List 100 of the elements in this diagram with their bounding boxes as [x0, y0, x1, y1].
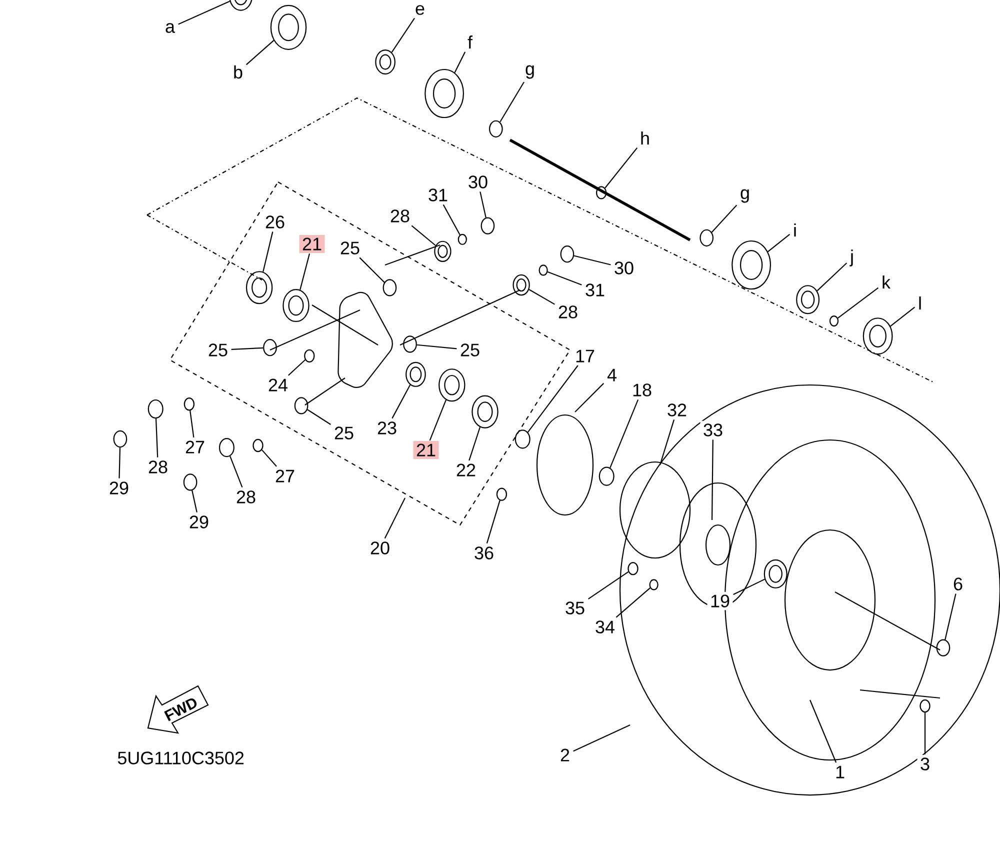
part [184, 398, 195, 411]
part [472, 395, 498, 428]
leader-line [118, 448, 121, 478]
leader-line [192, 490, 198, 512]
leader-line [944, 594, 956, 640]
part [403, 336, 417, 353]
part [936, 639, 950, 656]
callout-number: 29 [186, 512, 212, 532]
leader-line [392, 384, 411, 419]
leader-line [178, 0, 230, 25]
leader-line [588, 571, 629, 600]
leader-line [411, 225, 436, 246]
drawing-code: 5UG1110C3502 [118, 752, 244, 764]
callout-number: 2 [557, 746, 573, 764]
leader-line [416, 344, 457, 350]
leader-line [659, 420, 675, 466]
callout-number: 24 [265, 376, 291, 394]
part [183, 474, 198, 491]
part [764, 559, 788, 588]
leader-line [890, 306, 916, 327]
part [294, 397, 308, 414]
callout-number: 29 [106, 478, 132, 498]
leader-line [711, 440, 714, 520]
leader-line [574, 255, 611, 266]
part [113, 430, 128, 448]
part [732, 240, 772, 290]
callout-number: 30 [465, 172, 491, 192]
leader-line [359, 257, 385, 283]
part [829, 315, 839, 327]
leader-line [733, 578, 765, 596]
callout-number: 33 [700, 420, 726, 440]
part [438, 368, 466, 402]
leader-line [500, 82, 524, 122]
callout-number: 31 [425, 186, 451, 204]
leader-line [924, 712, 926, 754]
leader-line [810, 700, 837, 763]
leader-line [246, 40, 274, 66]
callout-number: i [790, 220, 800, 240]
callout-number: 22 [453, 460, 479, 480]
callout-number: 30 [611, 258, 637, 278]
callout-number: 28 [555, 302, 581, 322]
part [480, 217, 495, 234]
part [862, 318, 893, 355]
part [424, 68, 464, 118]
leader-line [231, 347, 264, 350]
part [920, 699, 930, 713]
part [538, 264, 548, 276]
part [148, 399, 164, 419]
part [382, 279, 397, 296]
callout-number: 18 [629, 380, 655, 400]
leader-line [574, 382, 604, 412]
callout-number: 3 [917, 754, 933, 774]
leader-line [711, 204, 738, 233]
leader-line [230, 456, 243, 488]
callout-number: l [915, 294, 925, 312]
leader-line [454, 52, 466, 73]
callout-number: 20 [367, 538, 393, 558]
part [512, 274, 530, 296]
part [628, 562, 638, 576]
callout-number: 28 [233, 488, 259, 506]
leader-line [838, 287, 879, 319]
part [252, 438, 264, 452]
leader-line [547, 271, 582, 286]
callout-number: 25 [457, 340, 483, 360]
callout-number: 31 [582, 280, 608, 300]
part [598, 466, 614, 486]
leader-line [468, 426, 481, 461]
callout-number: 1 [832, 763, 848, 781]
leader-line [384, 498, 406, 539]
part [304, 349, 315, 362]
part [489, 120, 503, 138]
part [560, 246, 574, 263]
direction-label: FWD [164, 698, 197, 722]
leader-line [616, 588, 650, 618]
leader-line [610, 399, 639, 468]
leader-line [480, 192, 486, 218]
callout-number: 26 [262, 212, 288, 232]
callout-number: 36 [471, 544, 497, 562]
callout-number: 28 [145, 458, 171, 476]
leader-line [486, 500, 500, 544]
leader-line [190, 410, 194, 438]
highlighted-callout-number: 21 [299, 234, 325, 254]
part [596, 186, 607, 200]
leader-line [528, 289, 555, 305]
callout-number: f [464, 32, 476, 52]
leader-line [307, 409, 331, 425]
callout-number: 17 [572, 347, 598, 365]
part [218, 438, 234, 458]
callout-number: g [737, 186, 753, 206]
callout-number: 19 [707, 592, 733, 610]
leader-line [300, 253, 310, 290]
leader-line [573, 724, 630, 752]
part [649, 579, 658, 590]
callout-number: 23 [374, 418, 400, 438]
callout-number: 28 [387, 206, 413, 226]
leader-line [288, 359, 306, 376]
leader-line [262, 450, 277, 467]
leader-line [816, 262, 848, 292]
callout-number: a [162, 20, 178, 36]
callout-number: g [522, 62, 538, 82]
